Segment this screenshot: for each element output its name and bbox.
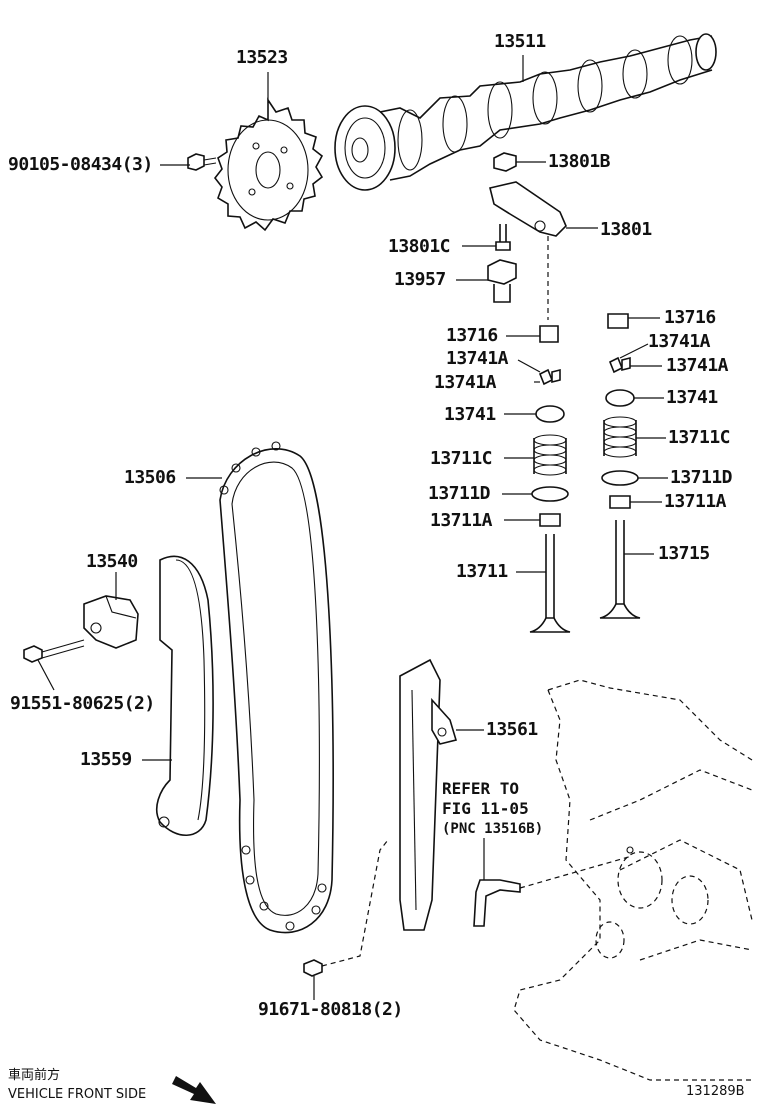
callout-13715: 13715	[658, 543, 710, 564]
callout-13540: 13540	[86, 551, 138, 572]
callout-13711c-right: 13711C	[668, 427, 731, 448]
callout-13561: 13561	[486, 719, 538, 740]
callout-13559: 13559	[80, 749, 132, 770]
callout-13716-right: 13716	[664, 307, 716, 328]
refer-note-line-3: (PNC 13516B)	[442, 821, 544, 837]
nut-13801b-drawing	[493, 152, 517, 172]
intake-valve-drawing	[529, 534, 571, 633]
callout-13801: 13801	[600, 219, 652, 240]
callout-13741a-left-1: 13741A	[446, 348, 509, 369]
callout-13711a-right: 13711A	[664, 491, 727, 512]
callout-13523: 13523	[236, 47, 288, 68]
callout-13711: 13711	[456, 561, 508, 582]
rocker-arm-drawing	[489, 181, 567, 237]
callout-91671-80818: 91671-80818(2)	[258, 999, 403, 1020]
callout-13711d-right: 13711D	[670, 467, 733, 488]
callout-13741a-right-1: 13741A	[648, 331, 711, 352]
timing-chain-drawing	[219, 441, 334, 934]
callout-13741-right: 13741	[666, 387, 718, 408]
camshaft-drawing	[334, 33, 717, 191]
callout-91551-80625: 91551-80625(2)	[10, 693, 155, 714]
valve-spring-right-drawing	[603, 416, 637, 458]
valve-spring-left-drawing	[533, 434, 567, 476]
exhaust-valve-drawing	[599, 520, 641, 619]
callout-13741a-left-2: 13741A	[434, 372, 497, 393]
front-direction-arrow-icon	[172, 1076, 216, 1104]
callout-13711d-left: 13711D	[428, 483, 491, 504]
callout-90105-08434: 90105-08434(3)	[8, 154, 153, 175]
callout-13511: 13511	[494, 31, 546, 52]
front-label-english: VEHICLE FRONT SIDE	[8, 1087, 147, 1102]
cam-sprocket-drawing	[213, 97, 324, 232]
callout-13957: 13957	[394, 269, 446, 290]
chain-guide-drawing	[399, 658, 458, 931]
chain-tensioner-drawing	[83, 595, 139, 649]
callout-13801b: 13801B	[548, 151, 611, 172]
callout-13741-left: 13741	[444, 404, 496, 425]
refer-note-line-1: REFER TO	[442, 779, 520, 798]
callout-13711c-left: 13711C	[430, 448, 493, 469]
front-label-japanese: 車両前方	[8, 1068, 61, 1083]
tensioner-arm-drawing	[155, 555, 214, 836]
bolt-90105-drawing	[187, 153, 217, 171]
engine-block-drawing	[513, 679, 753, 1081]
callout-13716-left: 13716	[446, 325, 498, 346]
callout-13506: 13506	[124, 467, 176, 488]
callout-13711a-left: 13711A	[430, 510, 493, 531]
callout-13741a-right-2: 13741A	[666, 355, 729, 376]
callout-13801c: 13801C	[388, 236, 451, 257]
figure-code: 131289B	[686, 1084, 745, 1099]
refer-note-line-2: FIG 11-05	[442, 799, 529, 818]
